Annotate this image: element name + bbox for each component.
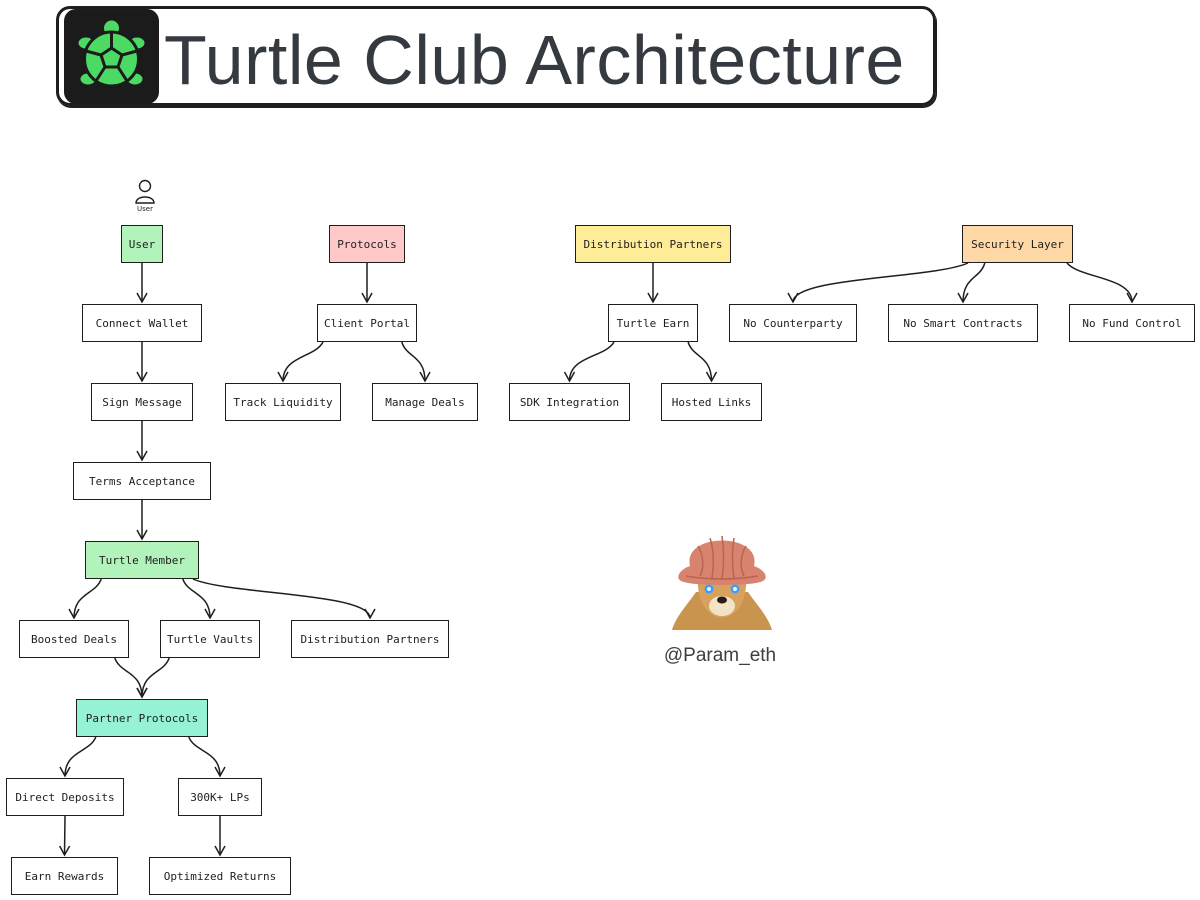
- node-no-counterparty[interactable]: No Counterparty: [729, 304, 857, 342]
- arrow-partner_protocols-to-direct_deposits: [59, 736, 97, 778]
- node-manage-deals[interactable]: Manage Deals: [372, 383, 478, 421]
- node-security-layer[interactable]: Security Layer: [962, 225, 1073, 263]
- node-optimized-returns[interactable]: Optimized Returns: [149, 857, 291, 895]
- arrow-security_layer-to-no_counterparty: [787, 262, 969, 304]
- node-user[interactable]: User: [121, 225, 163, 263]
- node-no-fund-control[interactable]: No Fund Control: [1069, 304, 1195, 342]
- dog-avatar-icon: [668, 516, 776, 630]
- arrow-direct_deposits-to-earn_rewards: [58, 815, 71, 857]
- node-turtle-vaults[interactable]: Turtle Vaults: [160, 620, 260, 658]
- node-boosted-deals[interactable]: Boosted Deals: [19, 620, 129, 658]
- arrow-turtle_earn-to-hosted_links: [687, 341, 718, 383]
- node-sign-message[interactable]: Sign Message: [91, 383, 193, 421]
- node-member-distribution-partners[interactable]: Distribution Partners: [291, 620, 449, 658]
- author-handle: @Param_eth: [663, 645, 777, 666]
- node-hosted-links[interactable]: Hosted Links: [661, 383, 762, 421]
- node-sdk-integration[interactable]: SDK Integration: [509, 383, 630, 421]
- arrow-client_portal-to-manage_deals: [401, 341, 431, 383]
- node-distribution-partners[interactable]: Distribution Partners: [575, 225, 731, 263]
- node-earn-rewards[interactable]: Earn Rewards: [11, 857, 118, 895]
- arrow-turtle_member-to-boosted_deals: [68, 578, 102, 620]
- node-protocols[interactable]: Protocols: [329, 225, 405, 263]
- node-connect-wallet[interactable]: Connect Wallet: [82, 304, 202, 342]
- node-no-smart-contracts[interactable]: No Smart Contracts: [888, 304, 1038, 342]
- arrow-turtle_earn-to-sdk_integration: [563, 341, 615, 383]
- node-terms-acceptance[interactable]: Terms Acceptance: [73, 462, 211, 500]
- turtle-logo-icon: [64, 9, 159, 104]
- arrow-turtle_member-to-turtle_vaults: [182, 578, 216, 620]
- node-turtle-member[interactable]: Turtle Member: [85, 541, 199, 579]
- node-partner-protocols[interactable]: Partner Protocols: [76, 699, 208, 737]
- node-client-portal[interactable]: Client Portal: [317, 304, 417, 342]
- arrow-security_layer-to-no_fund_control: [1066, 262, 1138, 304]
- user-icon: [132, 178, 158, 214]
- node-300k-lps[interactable]: 300K+ LPs: [178, 778, 262, 816]
- title-frame: [56, 6, 936, 106]
- arrow-client_portal-to-track_liquidity: [277, 341, 324, 383]
- arrow-turtle_vaults-to-partner_protocols: [136, 657, 170, 699]
- arrow-boosted_deals-to-partner_protocols: [114, 657, 148, 699]
- arrow-security_layer-to-no_smart_contracts: [957, 262, 986, 304]
- diagram-title: Turtle Club Architecture: [164, 21, 905, 99]
- node-turtle-earn[interactable]: Turtle Earn: [608, 304, 698, 342]
- user-actor-label: User: [137, 205, 153, 213]
- node-track-liquidity[interactable]: Track Liquidity: [225, 383, 341, 421]
- node-direct-deposits[interactable]: Direct Deposits: [6, 778, 124, 816]
- arrow-turtle_member-to-member_distribution_partners: [192, 578, 376, 620]
- arrow-partner_protocols-to-lps: [188, 736, 226, 778]
